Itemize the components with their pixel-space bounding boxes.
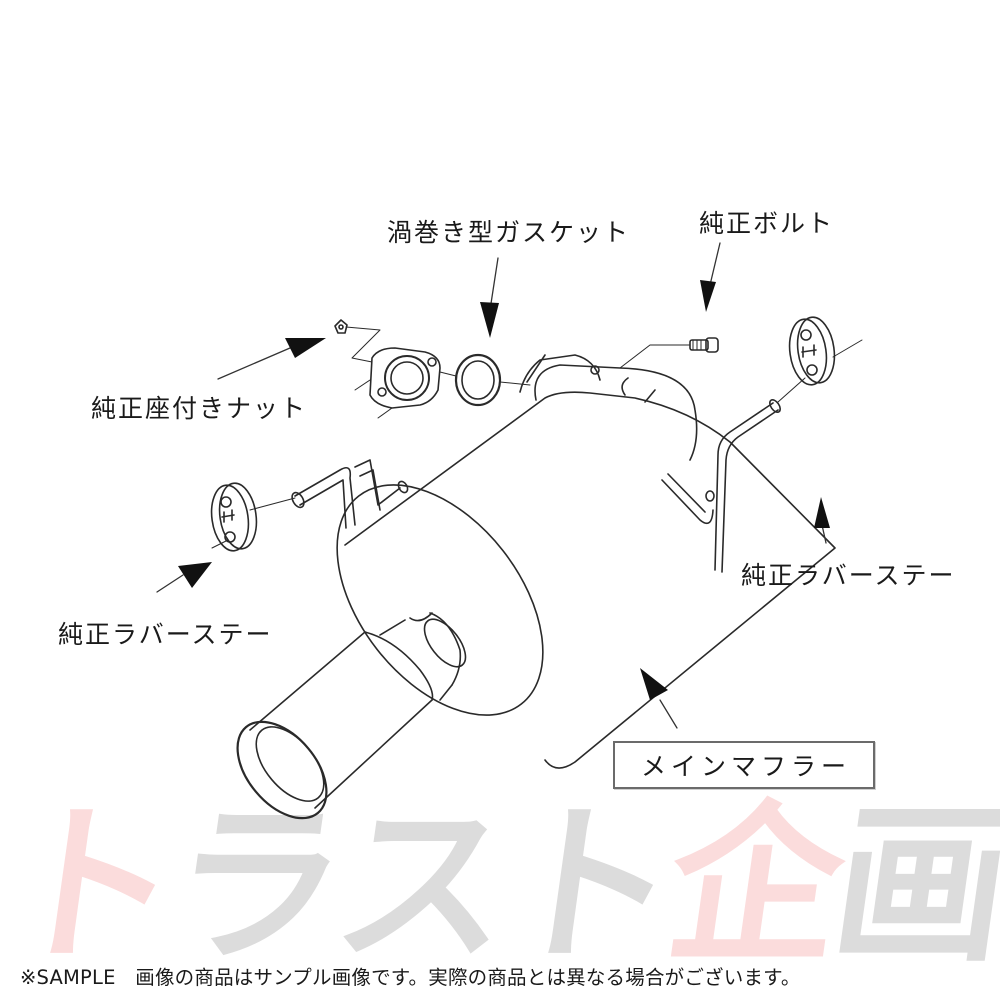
oem-seated-nut bbox=[334, 319, 348, 334]
rubber-stay-left bbox=[210, 482, 296, 552]
right-hanger-rod bbox=[661, 399, 781, 573]
tail-pipe bbox=[236, 612, 467, 820]
label-spiral-gasket: 渦巻き型ガスケット bbox=[387, 218, 631, 247]
callout-arrows bbox=[156, 242, 830, 729]
oem-bolt bbox=[689, 337, 719, 353]
inlet-bracket bbox=[519, 354, 601, 393]
rubber-stay-right bbox=[777, 316, 863, 403]
label-oem-bolt: 純正ボルト bbox=[699, 209, 835, 238]
label-oem-seated-nut: 純正座付きナット bbox=[91, 394, 308, 423]
label-oem-rubber-stay-left: 純正ラバーステー bbox=[58, 620, 273, 649]
assembly-guide-lines bbox=[345, 326, 691, 386]
spiral-gasket bbox=[454, 353, 502, 407]
main-muffler bbox=[336, 364, 836, 769]
left-hanger-rod bbox=[291, 459, 409, 529]
label-oem-rubber-stay-right: 純正ラバーステー bbox=[741, 561, 956, 590]
label-main-muffler: メインマフラー bbox=[613, 741, 876, 789]
sample-disclaimer: ※SAMPLE 画像の商品はサンプル画像です。実際の商品とは異なる場合がございま… bbox=[20, 966, 801, 989]
flange bbox=[354, 347, 441, 419]
